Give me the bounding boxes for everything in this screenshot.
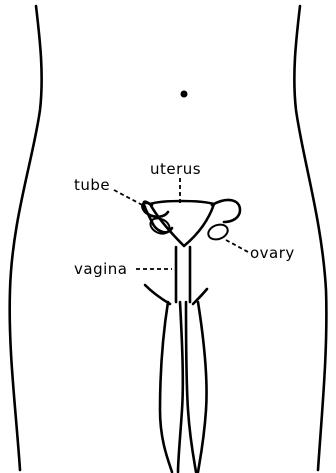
ovary-right xyxy=(206,222,230,242)
leader-ovary xyxy=(226,240,248,252)
label-vagina: vagina xyxy=(74,260,127,278)
tube-right xyxy=(212,200,240,222)
leg-inner-left xyxy=(178,302,183,472)
groin-line-left xyxy=(145,285,170,304)
leg-outline-right xyxy=(198,302,207,472)
label-uterus: uterus xyxy=(150,160,201,178)
leg-inner-right xyxy=(186,302,196,472)
navel-dot xyxy=(181,91,188,98)
label-tube: tube xyxy=(74,176,110,194)
uterus xyxy=(150,201,214,246)
leader-tube xyxy=(114,190,146,207)
body-outline-right xyxy=(294,6,326,470)
body-outline-left xyxy=(10,6,42,470)
label-ovary: ovary xyxy=(250,244,295,262)
leg-outline-left xyxy=(160,302,172,472)
groin-line-right xyxy=(193,289,207,304)
vagina xyxy=(176,247,190,302)
